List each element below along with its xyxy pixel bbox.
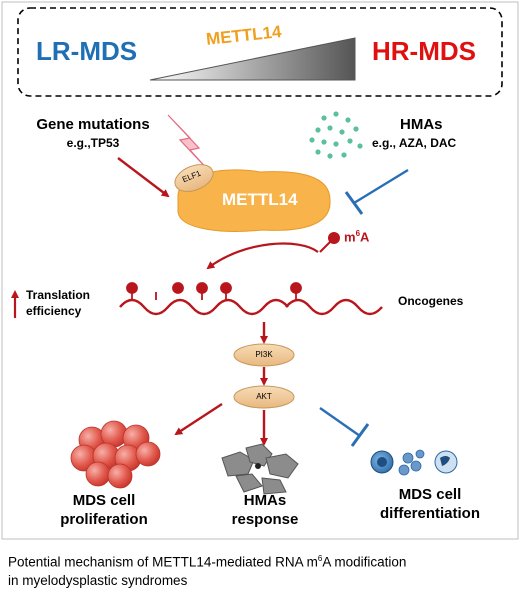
hma-inhibit-line (353, 168, 409, 205)
caption-line1-text: Potential mechanism of METTL14-mediated … (8, 554, 318, 570)
severity-box (17, 7, 503, 97)
translation-label: Translation (26, 288, 91, 302)
caption-line1-end: A modification (322, 554, 407, 570)
caption-sup: 6 (317, 554, 323, 563)
dead-cells-icon (221, 443, 299, 495)
m6a-label: m6A (344, 229, 369, 244)
mettl14-label: METTL14 (222, 190, 298, 209)
gene-mutations-example: e.g.,TP53 (66, 136, 120, 150)
caption-line2: in myelodysplastic syndromes (8, 573, 188, 588)
hma-inhibit-bar (344, 191, 364, 215)
drug-dots-icon (309, 111, 363, 159)
efficiency-label: efficiency (26, 304, 82, 318)
hmas-response-line1: HMAs (243, 492, 287, 509)
oncogenes-label: Oncogenes (398, 294, 464, 308)
akt-label: AKT (256, 392, 272, 401)
m6a-transfer-arrow (206, 242, 319, 270)
m6a-ball (328, 232, 340, 244)
lr-mds-label: LR-MDS (36, 36, 138, 66)
proliferation-line2: proliferation (60, 511, 148, 528)
dead-cell-nucleus (255, 463, 261, 469)
to-proliferation-arrow (174, 402, 223, 436)
hmas-title: HMAs (400, 116, 443, 133)
elf1-pill (174, 164, 214, 192)
oncogene-mrna (285, 298, 383, 316)
hmas-example: e.g., AZA, DAC (372, 136, 457, 150)
m6a-marks (126, 282, 302, 300)
akt-pill (233, 385, 295, 409)
to-differentiation-inhibit-line (319, 407, 361, 437)
m6a-prefix: m (344, 229, 356, 245)
m6a-superscript: 6 (355, 229, 361, 238)
differentiation-line2: differentiation (380, 505, 480, 522)
pi3k-pill (233, 343, 295, 367)
proliferation-line1: MDS cell (72, 492, 136, 509)
cell-cluster-icon (70, 420, 161, 489)
m6a-suffix: A (360, 229, 370, 245)
gene-mutations-title: Gene mutations (36, 116, 150, 133)
severity-gradient-triangle (149, 37, 356, 81)
figure-frame (1, 1, 519, 540)
hr-mds-label: HR-MDS (372, 36, 476, 66)
to-differentiation-inhibit-bar (350, 423, 370, 447)
modified-mrna (119, 298, 289, 316)
mettl14-blob (177, 169, 331, 232)
pi3k-label: PI3K (255, 350, 273, 359)
mutation-arrow (117, 157, 170, 198)
caption-line1: Potential mechanism of METTL14-mediated … (8, 554, 406, 570)
lightning-icon (167, 114, 211, 173)
differentiation-line1: MDS cell (398, 486, 462, 503)
differentiated-cells-icon (370, 449, 458, 476)
hmas-response-line2: response (231, 511, 299, 528)
